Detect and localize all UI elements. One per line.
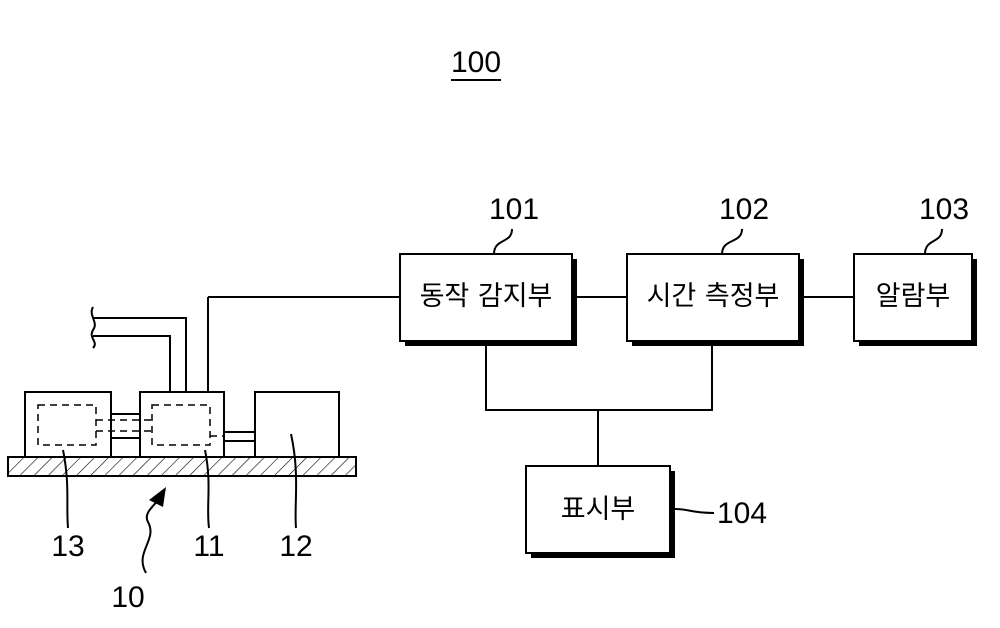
- block-ref-number: 104: [717, 497, 767, 530]
- block-alarm: 알람부 103: [854, 193, 977, 346]
- device-assembly: 13 11 12 10: [8, 307, 356, 614]
- part-12-housing: [255, 392, 339, 457]
- block-label: 시간 측정부: [647, 281, 780, 312]
- ref-leader-line: [722, 229, 742, 254]
- block-display: 표시부 104: [526, 466, 767, 558]
- ref-leader-line: [494, 229, 512, 254]
- pipe-outer: [93, 318, 186, 392]
- part-13-ref-number: 13: [51, 530, 84, 563]
- assembly-ref-number: 10: [111, 581, 144, 614]
- ref-leader-line: [925, 229, 942, 254]
- part-11-ref-number: 11: [193, 530, 224, 563]
- block-ref-number: 102: [719, 193, 769, 226]
- block-ref-number: 103: [919, 193, 969, 226]
- block-ref-number: 101: [489, 193, 539, 226]
- block-motion-sensor: 동작 감지부 101: [400, 193, 577, 346]
- part-13-housing: [25, 392, 111, 457]
- block-label: 동작 감지부: [420, 281, 553, 312]
- assembly-arrow-shaft: [143, 498, 160, 573]
- block-label: 표시부: [561, 494, 636, 525]
- assembly-arrowhead: [149, 487, 166, 507]
- figure-ref-number: 100: [451, 46, 501, 79]
- block-time-meter: 시간 측정부 102: [627, 193, 804, 346]
- figure-ref: 100: [451, 46, 501, 80]
- pipe-break-mark: [92, 307, 95, 348]
- ref-leader-line: [675, 509, 714, 513]
- base-plate: [8, 457, 356, 476]
- part-11-housing: [140, 392, 224, 457]
- part-12-ref-number: 12: [279, 530, 312, 563]
- sensors-to-display-bus: [486, 340, 712, 410]
- block-label: 알람부: [876, 281, 951, 312]
- pipe-inner: [93, 336, 170, 392]
